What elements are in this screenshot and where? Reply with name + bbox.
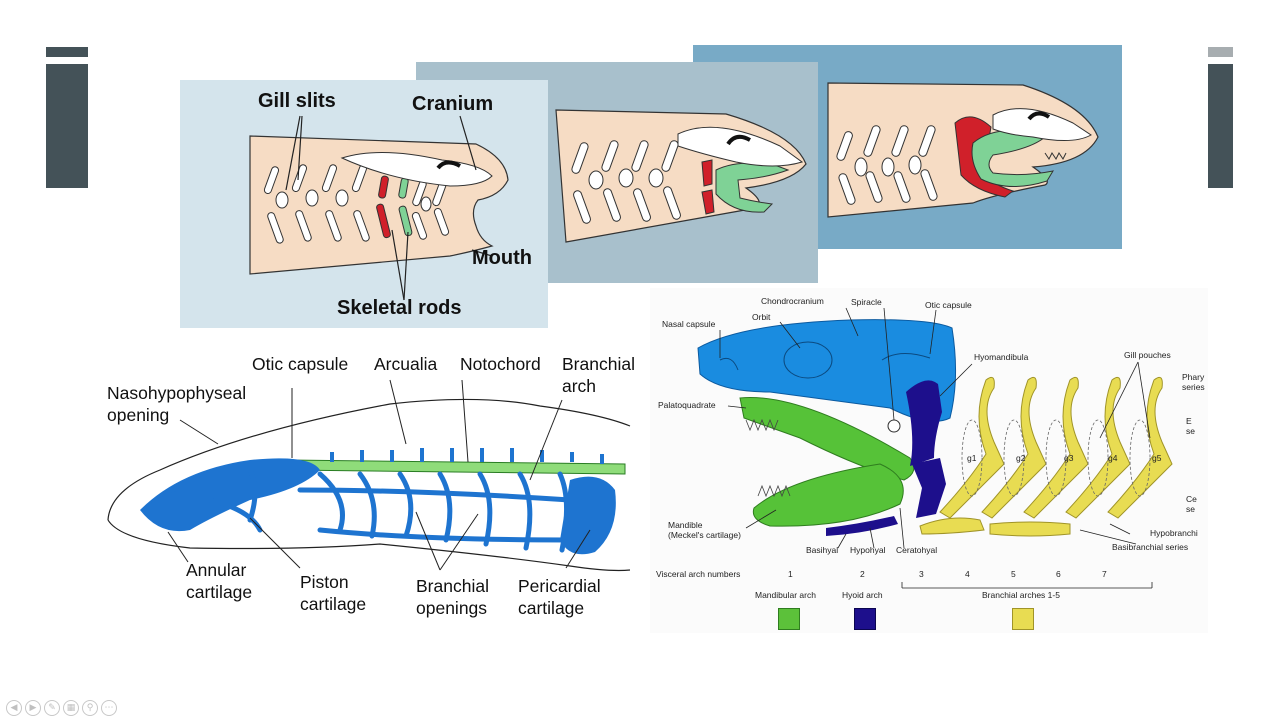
label-annular-cartilage: Annular cartilage <box>186 560 253 602</box>
label-palatoquadrate: Palatoquadrate <box>658 400 716 410</box>
right-slide-bar <box>1208 64 1233 188</box>
label-hypobranchial: Hypobranchi <box>1150 528 1198 538</box>
label-pericardial-cartilage: Pericardial cartilage <box>518 576 601 618</box>
label-pharyngo-series: Phary series <box>1182 372 1205 392</box>
label-skeletal-rods: Skeletal rods <box>337 297 462 319</box>
label-cerato-series: Ce se <box>1186 494 1197 514</box>
label-gill-pouch-g1: g1 <box>967 453 977 463</box>
arch-number-4: 4 <box>965 569 970 579</box>
label-arcualia: Arcualia <box>374 354 438 374</box>
label-nasohypophyseal-opening: Nasohypophyseal opening <box>107 383 247 425</box>
legend-label-mandibular-arch: Mandibular arch <box>755 590 816 600</box>
legend-swatch-hyoid <box>854 608 876 630</box>
label-hypohyal: Hypohyal <box>850 545 886 555</box>
label-orbit: Orbit <box>752 312 771 322</box>
slides-grid-icon[interactable]: ▦ <box>63 700 79 716</box>
arch-number-3: 3 <box>919 569 924 579</box>
label-nasal-capsule: Nasal capsule <box>662 319 716 329</box>
label-mouth: Mouth <box>472 247 532 269</box>
label-mandible: Mandible (Meckel's cartilage) <box>668 520 741 540</box>
label-gill-slits: Gill slits <box>258 90 336 112</box>
lamprey-skeleton-illustration <box>107 379 631 572</box>
left-slide-bar-top <box>46 47 88 57</box>
label-gill-pouch-g4: g4 <box>1108 453 1118 463</box>
arch-number-5: 5 <box>1011 569 1016 579</box>
label-basibranchial: Basibranchial series <box>1112 542 1189 552</box>
label-basihyal: Basihyal <box>806 545 839 555</box>
label-cranium: Cranium <box>412 93 494 115</box>
label-spiracle: Spiracle <box>851 297 882 307</box>
jaw-stage-3-illustration <box>827 82 1099 218</box>
more-options-icon[interactable]: ⋯ <box>101 700 117 716</box>
legend-swatch-branchial <box>1012 608 1034 630</box>
label-branchial-openings: Branchial openings <box>416 576 489 618</box>
label-gill-pouch-g5: g5 <box>1152 453 1162 463</box>
jaw-stage-2-illustration <box>555 109 807 243</box>
label-visceral-arch-numbers: Visceral arch numbers <box>656 569 741 579</box>
label-chondrocranium: Chondrocranium <box>761 296 824 306</box>
zoom-icon[interactable]: ⚲ <box>82 700 98 716</box>
label-gill-pouch-g2: g2 <box>1016 453 1026 463</box>
legend-swatch-mandibular <box>778 608 800 630</box>
label-epi-series: E se <box>1186 416 1195 436</box>
label-ceratohyal: Ceratohyal <box>896 545 938 555</box>
right-slide-bar-top <box>1208 47 1233 57</box>
slideshow-controls: ◀ ▶ ✎ ▦ ⚲ ⋯ <box>6 700 117 716</box>
legend-label-hyoid-arch: Hyoid arch <box>842 590 883 600</box>
jaw-evolution-panel-1: Gill slits Cranium Mouth Skeletal rods <box>180 80 548 328</box>
label-otic-capsule-lamprey: Otic capsule <box>252 354 349 374</box>
arch-number-7: 7 <box>1102 569 1107 579</box>
shark-visceral-skeleton-diagram: Chondrocranium Spiracle Otic capsule Nas… <box>650 288 1208 633</box>
arch-number-6: 6 <box>1056 569 1061 579</box>
label-otic-capsule-shark: Otic capsule <box>925 300 972 310</box>
label-piston-cartilage: Piston cartilage <box>300 572 367 614</box>
arch-number-2: 2 <box>860 569 865 579</box>
label-notochord: Notochord <box>460 354 541 374</box>
label-gill-pouches: Gill pouches <box>1124 350 1171 360</box>
label-branchial-arch: Branchial arch <box>562 354 635 396</box>
legend-label-branchial-arches: Branchial arches 1-5 <box>982 590 1060 600</box>
arch-number-1: 1 <box>788 569 793 579</box>
shark-skeleton-illustration <box>697 307 1173 589</box>
left-slide-bar <box>46 64 88 188</box>
lamprey-skeleton-diagram: Nasohypophyseal opening Otic capsule Arc… <box>100 340 635 635</box>
pen-icon[interactable]: ✎ <box>44 700 60 716</box>
next-slide-icon[interactable]: ▶ <box>25 700 41 716</box>
label-gill-pouch-g3: g3 <box>1064 453 1074 463</box>
jaw-stage-1-illustration <box>249 115 509 301</box>
previous-slide-icon[interactable]: ◀ <box>6 700 22 716</box>
label-hyomandibula: Hyomandibula <box>974 352 1029 362</box>
